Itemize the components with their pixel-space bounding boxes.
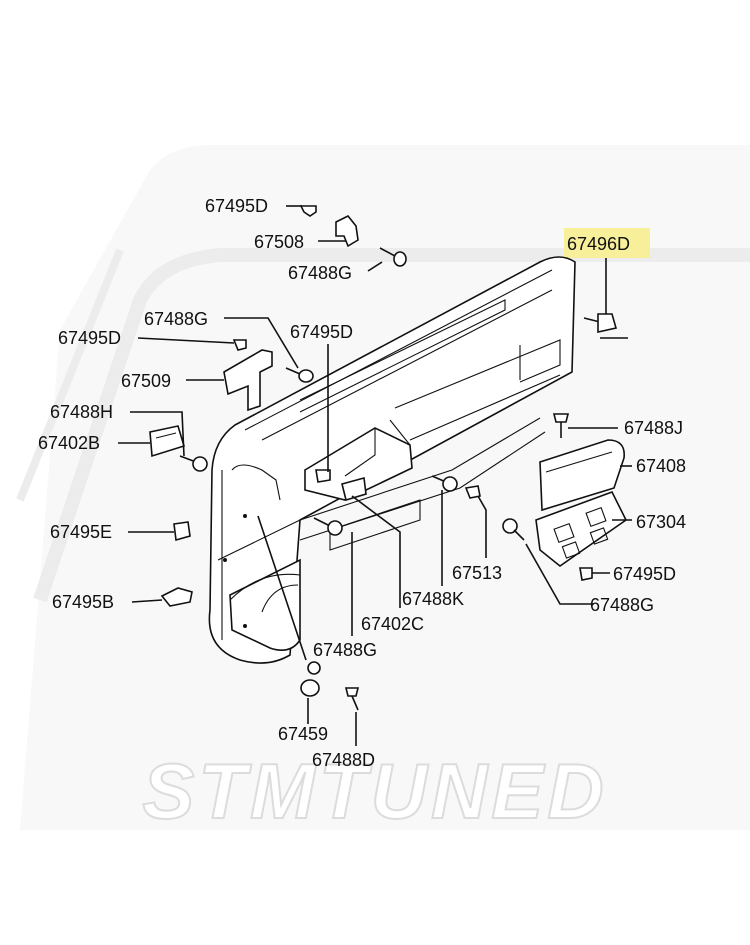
screw-67488d	[344, 687, 360, 711]
clip-67513	[464, 485, 481, 499]
bracket-67509	[223, 349, 273, 412]
label-67488g-bottom: 67488G	[313, 640, 377, 660]
label-67488g-left: 67488G	[144, 309, 208, 329]
label-67508: 67508	[254, 232, 304, 252]
label-67488j: 67488J	[624, 418, 683, 438]
label-67408: 67408	[636, 456, 686, 476]
bracket-67402c	[341, 476, 367, 502]
clip-67495d-mid	[315, 469, 331, 483]
highlight-67496d	[564, 228, 650, 258]
cap-67459	[300, 661, 321, 697]
label-67488d: 67488D	[312, 750, 375, 770]
screw-67488g-top	[379, 247, 407, 267]
label-67304: 67304	[636, 512, 686, 532]
clip-67495d-top	[299, 205, 317, 217]
label-67488k: 67488K	[402, 589, 464, 609]
clip-67495b	[160, 587, 193, 607]
label-67496d: 67496D	[567, 234, 630, 254]
label-67495b: 67495B	[52, 592, 114, 612]
screw-67488h	[179, 455, 208, 472]
watermark-logo-text: STMTUNED	[142, 747, 607, 835]
bracket-67508	[335, 214, 359, 248]
label-67495d-top: 67495D	[205, 196, 268, 216]
label-67509: 67509	[121, 371, 171, 391]
label-67488g-top: 67488G	[288, 263, 352, 283]
door-trim-panel	[208, 256, 576, 664]
screw-67488g-mid	[285, 367, 314, 383]
label-67402c: 67402C	[361, 614, 424, 634]
label-67495d-left: 67495D	[58, 328, 121, 348]
grommet-67495e	[173, 521, 191, 542]
clip-67495d-right	[579, 567, 593, 581]
label-67402b: 67402B	[38, 433, 100, 453]
label-67488h: 67488H	[50, 402, 113, 422]
screw-67488g-right	[502, 518, 525, 541]
handle-pocket-67408	[539, 439, 625, 512]
label-67513: 67513	[452, 563, 502, 583]
screw-67488g-lower	[313, 517, 343, 536]
clip-67495d-left	[232, 339, 247, 351]
screw-67488j	[552, 413, 570, 438]
clip-67496d	[583, 313, 628, 339]
label-67495d-mid: 67495D	[290, 322, 353, 342]
label-67495d-right: 67495D	[613, 564, 676, 584]
screw-67488k	[431, 475, 458, 492]
label-67495e: 67495E	[50, 522, 112, 542]
part-labels: 67495D 67508 67488G 67496D 67488G 67495D…	[38, 196, 686, 770]
label-67459: 67459	[278, 724, 328, 744]
label-67488g-right: 67488G	[590, 595, 654, 615]
switch-panel-67304	[535, 491, 628, 567]
leader-lines	[118, 205, 632, 746]
